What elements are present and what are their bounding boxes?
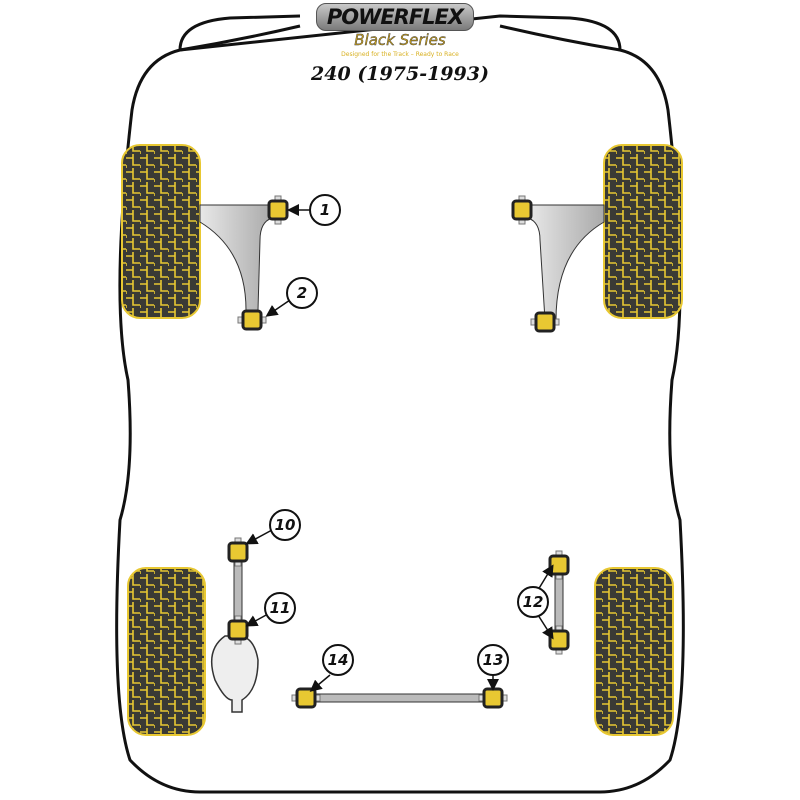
bushing: [227, 537, 249, 567]
bushing: [548, 625, 570, 655]
front-left-tire: [121, 144, 201, 319]
bushing-body: [295, 687, 317, 709]
callout-label: 14: [328, 651, 349, 669]
panhard-rod: [304, 693, 496, 703]
front-right-control-arm: [527, 204, 605, 321]
leader-lines: [245, 204, 554, 692]
rear-right-tire: [594, 567, 674, 736]
powerflex-logo: POWERFLEX: [316, 3, 474, 31]
bushing-body: [267, 199, 289, 221]
bushing: [548, 550, 570, 580]
callout-12: 12: [517, 586, 549, 618]
bushing-body: [227, 541, 249, 563]
bushing: [511, 195, 533, 225]
front-right-tire: [603, 144, 683, 319]
bushing-body: [534, 311, 556, 333]
series-label: Black Series: [354, 31, 446, 49]
bushing-body: [548, 554, 570, 576]
tagline: Designed for the Track – Ready to Race: [341, 51, 459, 58]
callout-13: 13: [477, 644, 509, 676]
page-title: 240 (1975-1993): [311, 63, 489, 85]
bushing-body: [241, 309, 263, 331]
callout-label: 2: [297, 284, 307, 302]
bushing: [478, 687, 508, 709]
bushing-body: [482, 687, 504, 709]
callout-label: 10: [275, 516, 296, 534]
bushings: [227, 195, 570, 709]
bushing: [267, 195, 289, 225]
bushing: [291, 687, 321, 709]
bushing: [227, 615, 249, 645]
callout-1: 1: [309, 194, 341, 226]
callout-label: 13: [483, 651, 504, 669]
callout-label: 11: [270, 599, 291, 617]
callout-label: 12: [523, 593, 544, 611]
bushing-body: [227, 619, 249, 641]
bushing-body: [511, 199, 533, 221]
bushing: [237, 309, 267, 331]
front-left-control-arm: [199, 204, 273, 311]
callout-2: 2: [286, 277, 318, 309]
rear-left-tire: [127, 567, 206, 736]
rear-axle-bracket: [210, 635, 259, 713]
callout-label: 1: [320, 201, 330, 219]
callout-10: 10: [269, 509, 301, 541]
callout-11: 11: [264, 592, 296, 624]
callout-14: 14: [322, 644, 354, 676]
bushing-body: [548, 629, 570, 651]
bushing: [530, 311, 560, 333]
